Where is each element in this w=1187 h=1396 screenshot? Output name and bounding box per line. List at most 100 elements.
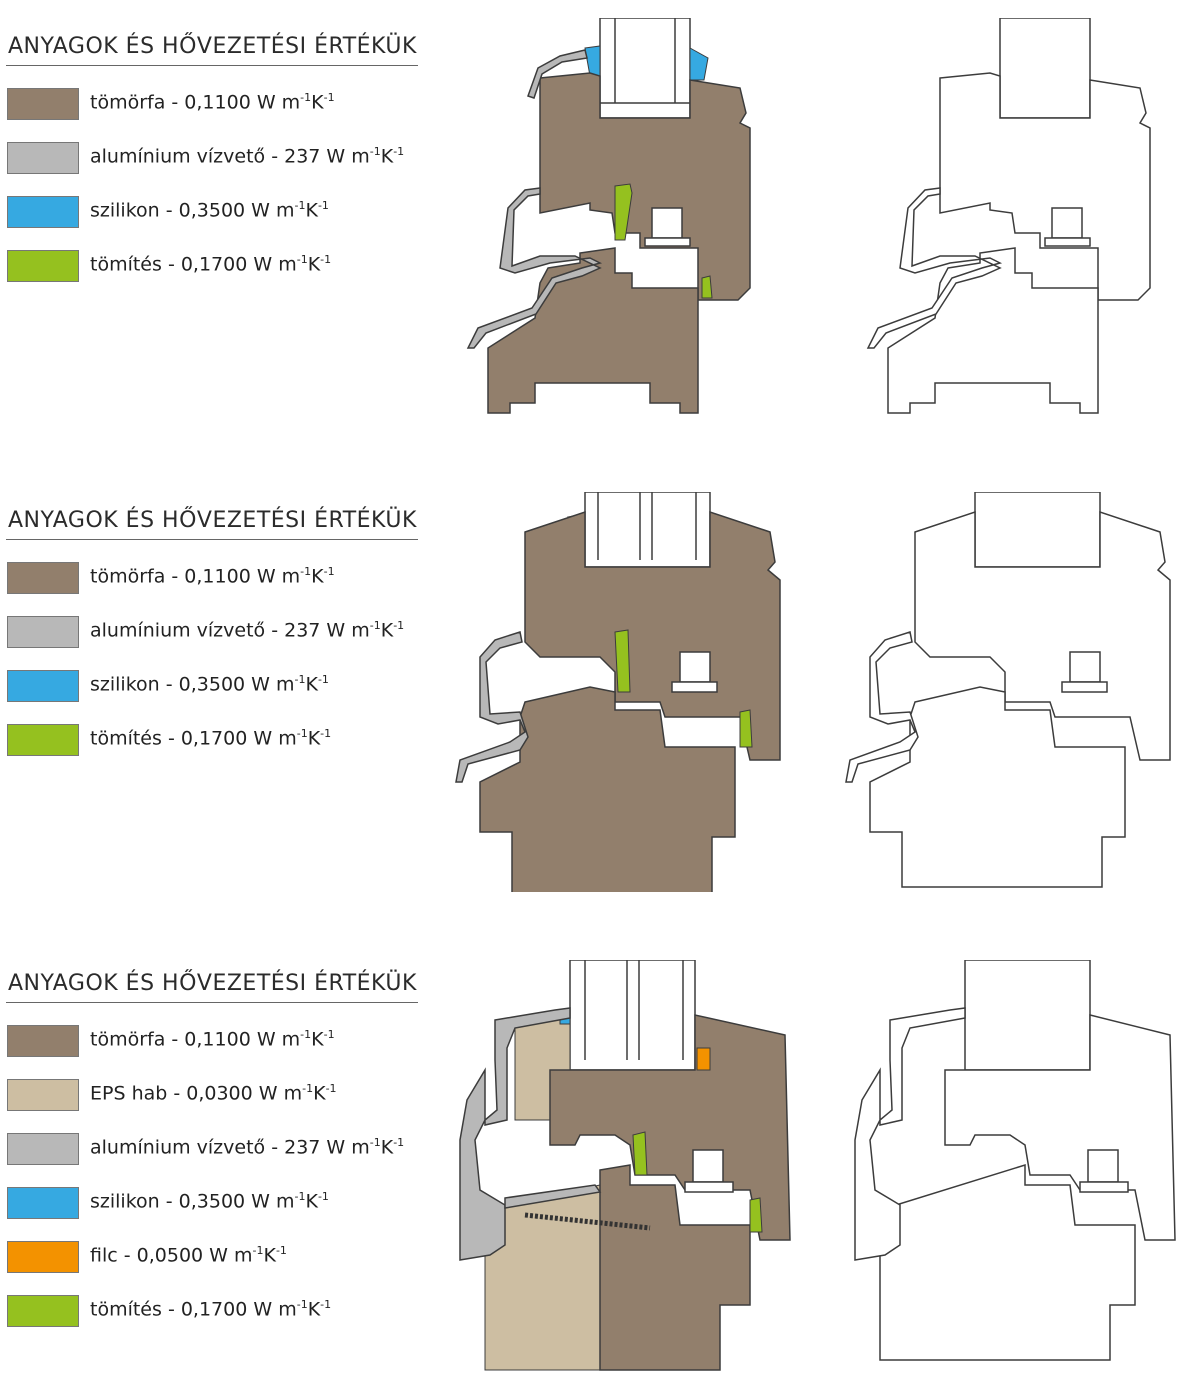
swatch-aluminium bbox=[7, 1133, 79, 1165]
legend-value: 237 bbox=[284, 619, 321, 642]
legend-item-eps: EPS hab - 0,0300 W m-1K-1 bbox=[6, 1079, 418, 1111]
title-divider bbox=[6, 539, 418, 540]
outline-glass bbox=[964, 960, 1091, 1071]
legend-unit-mid: K bbox=[380, 619, 394, 642]
legend-sep: - bbox=[167, 1082, 187, 1105]
legend-item-tomites: tömítés - 0,1700 W m-1K-1 bbox=[6, 250, 418, 282]
legend-unit-mid: K bbox=[307, 253, 321, 276]
legend-item-tomites: tömítés - 0,1700 W m-1K-1 bbox=[6, 724, 418, 756]
legend-value: 237 bbox=[284, 145, 321, 168]
legend-unit-prefix: W m bbox=[253, 253, 297, 276]
legend-exp2: -1 bbox=[323, 565, 335, 578]
legend-exp1: -1 bbox=[294, 673, 306, 686]
legend-label: tömítés - 0,1700 W m-1K-1 bbox=[90, 727, 331, 749]
legend-label: szilikon - 0,3500 W m-1K-1 bbox=[90, 1190, 329, 1212]
legend-unit-mid: K bbox=[311, 91, 324, 114]
outline-frame bbox=[879, 1163, 1136, 1361]
aluminium-top-cap bbox=[527, 49, 588, 99]
legend-sep: - bbox=[159, 673, 179, 696]
gaskets bbox=[614, 183, 713, 299]
glass-unit bbox=[569, 960, 696, 1071]
legend-name: tömörfa bbox=[90, 1028, 166, 1051]
colored-window-section-2 bbox=[455, 492, 781, 892]
legend-exp2: -1 bbox=[393, 1136, 405, 1149]
legend-exp1: -1 bbox=[300, 91, 312, 104]
legend-value: 0,1700 bbox=[180, 1298, 248, 1321]
legend-unit-prefix: W m bbox=[258, 1082, 303, 1105]
swatch-filc bbox=[7, 1241, 79, 1273]
legend-sep: - bbox=[161, 1298, 181, 1321]
legend-value: 0,1100 bbox=[184, 1028, 251, 1051]
legend-exp2: -1 bbox=[323, 1028, 335, 1041]
outline-window-section-3 bbox=[854, 960, 1176, 1361]
legend-item-aluminium: alumínium vízvető - 237 W m-1K-1 bbox=[6, 1133, 418, 1165]
legend-sep: - bbox=[165, 565, 185, 588]
legend-label: tömítés - 0,1700 W m-1K-1 bbox=[90, 1298, 331, 1320]
legend-item-tomorfa: tömörfa - 0,1100 W m-1K-1 bbox=[6, 88, 418, 120]
legend-item-szilikon: szilikon - 0,3500 W m-1K-1 bbox=[6, 1187, 418, 1219]
legend-name: szilikon bbox=[90, 199, 160, 222]
legend-unit-prefix: W m bbox=[256, 91, 301, 114]
legend-value: 0,1700 bbox=[180, 727, 248, 750]
section-3: ANYAGOK ÉS HŐVEZETÉSI ÉRTÉKÜK tömörfa - … bbox=[0, 945, 1187, 1396]
frame-timber bbox=[599, 1164, 751, 1371]
legend-name: tömítés bbox=[90, 727, 162, 750]
hardware-block bbox=[671, 651, 718, 693]
legend-value: 0,0500 bbox=[136, 1244, 204, 1267]
felt-strip bbox=[696, 1047, 711, 1071]
swatch-aluminium bbox=[7, 616, 79, 648]
legend-sep: - bbox=[159, 199, 179, 222]
legend-name: tömörfa bbox=[90, 565, 166, 588]
section-2: ANYAGOK ÉS HŐVEZETÉSI ÉRTÉKÜK tömörfa - … bbox=[0, 470, 1187, 910]
aluminium-drip-cap bbox=[466, 187, 603, 349]
section-1: ANYAGOK ÉS HŐVEZETÉSI ÉRTÉKÜK tömörfa - … bbox=[0, 0, 1187, 460]
legend-name: alumínium vízvető bbox=[90, 619, 266, 642]
legend-unit-prefix: W m bbox=[251, 673, 295, 696]
glass-unit bbox=[599, 18, 691, 119]
legend-value: 237 bbox=[284, 1136, 321, 1159]
swatch-aluminium bbox=[7, 142, 79, 174]
legend-1: ANYAGOK ÉS HŐVEZETÉSI ÉRTÉKÜK tömörfa - … bbox=[6, 34, 418, 282]
legend-exp2: -1 bbox=[320, 727, 332, 740]
outline-frame bbox=[887, 247, 1099, 414]
legend-exp2: -1 bbox=[320, 253, 332, 266]
legend-label: EPS hab - 0,0300 W m-1K-1 bbox=[90, 1082, 337, 1104]
legend-unit-mid: K bbox=[313, 1082, 326, 1105]
legend-name: filc bbox=[90, 1244, 118, 1267]
legend-title: ANYAGOK ÉS HŐVEZETÉSI ÉRTÉKÜK bbox=[8, 971, 417, 996]
legend-unit-prefix: W m bbox=[326, 619, 370, 642]
legend-exp1: -1 bbox=[252, 1244, 264, 1257]
swatch-tomites bbox=[7, 1295, 79, 1327]
legend-unit-prefix: W m bbox=[253, 727, 297, 750]
legend-unit-mid: K bbox=[311, 1028, 324, 1051]
legend-sep: - bbox=[159, 1190, 179, 1213]
outline-frame bbox=[869, 686, 1126, 888]
legend-item-szilikon: szilikon - 0,3500 W m-1K-1 bbox=[6, 670, 418, 702]
legend-unit-prefix: W m bbox=[326, 145, 370, 168]
legend-label: tömörfa - 0,1100 W m-1K-1 bbox=[90, 91, 335, 113]
legend-unit-mid: K bbox=[305, 199, 318, 222]
sash-timber bbox=[524, 510, 781, 761]
title-divider bbox=[6, 65, 418, 66]
legend-item-tomorfa: tömörfa - 0,1100 W m-1K-1 bbox=[6, 1025, 418, 1057]
outline-glass bbox=[999, 18, 1091, 119]
hardware-block bbox=[644, 207, 691, 247]
legend-label: tömörfa - 0,1100 W m-1K-1 bbox=[90, 1028, 335, 1050]
colored-window-section-1 bbox=[466, 18, 751, 414]
legend-unit-mid: K bbox=[305, 1190, 318, 1213]
outline-aluminium bbox=[854, 1007, 966, 1261]
outline-sash bbox=[914, 510, 1171, 761]
legend-unit-prefix: W m bbox=[256, 565, 301, 588]
legend-exp1: -1 bbox=[294, 1190, 306, 1203]
legend-unit-prefix: W m bbox=[251, 199, 295, 222]
legend-name: alumínium vízvető bbox=[90, 1136, 266, 1159]
legend-sep: - bbox=[161, 253, 181, 276]
swatch-eps bbox=[7, 1079, 79, 1111]
colored-window-section-3 bbox=[459, 960, 791, 1371]
legend-unit-mid: K bbox=[311, 565, 324, 588]
hardware-block bbox=[684, 1149, 734, 1193]
swatch-tomorfa bbox=[7, 88, 79, 120]
legend-unit-mid: K bbox=[305, 673, 318, 696]
